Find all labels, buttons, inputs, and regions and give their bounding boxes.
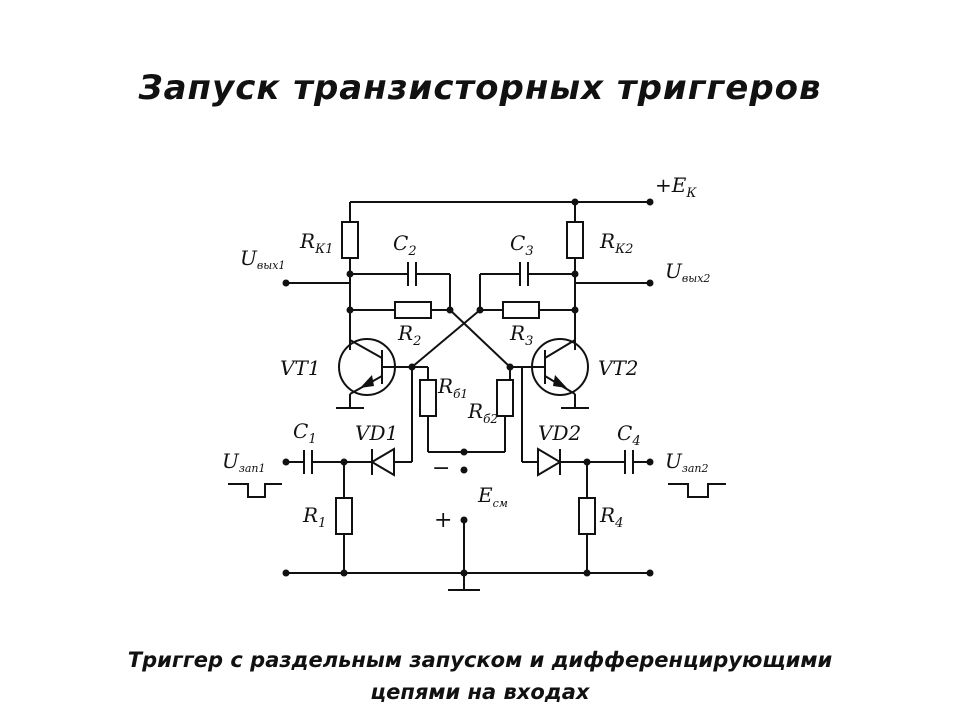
- label-rk2: RК2: [599, 229, 633, 257]
- c3-capacitor: [479, 262, 575, 310]
- output-1-terminal: [282, 270, 354, 287]
- label-vt2: VT2: [598, 356, 639, 380]
- ground-rail: [282, 569, 654, 591]
- input-1-circuit: [282, 447, 412, 573]
- label-r1: R1: [302, 503, 326, 531]
- slide-caption: Триггер с раздельным запуском и дифферен…: [60, 644, 900, 708]
- vt2-transistor: [506, 338, 589, 409]
- vt1-transistor: [336, 338, 416, 409]
- bias-source-esm: [460, 448, 468, 573]
- label-esm: Eсм: [477, 483, 508, 510]
- caption-line-1: Триггер с раздельным запуском и дифферен…: [127, 648, 833, 672]
- slide-title: Запуск транзисторных триггеров: [138, 68, 822, 108]
- label-r4: R4: [599, 503, 623, 531]
- label-rb2: Rб2: [467, 399, 498, 426]
- r2-resistor: [346, 301, 454, 319]
- label-c4: C4: [617, 421, 641, 449]
- label-esm-minus: −: [432, 456, 450, 481]
- rb1-resistor: [411, 366, 464, 462]
- supply-rail: [350, 198, 654, 206]
- cross-coupling-wires: [411, 309, 511, 368]
- label-rb1: Rб1: [437, 374, 468, 401]
- output-2-terminal: [571, 270, 654, 287]
- label-c1: C1: [293, 419, 317, 447]
- label-rk1: RК1: [299, 229, 333, 257]
- label-uvyh2: Uвых2: [665, 259, 710, 285]
- label-c3: C3: [510, 231, 534, 259]
- caption-line-2: цепями на входах: [370, 680, 590, 704]
- label-vd2: VD2: [538, 421, 581, 445]
- r3-resistor: [476, 301, 579, 319]
- label-vt1: VT1: [280, 356, 321, 380]
- label-r3: R3: [509, 321, 533, 349]
- rb2-resistor: [464, 366, 523, 462]
- label-uvyh1: Uвых1: [240, 246, 285, 272]
- label-uzap1: Uзап1: [222, 449, 266, 475]
- label-uzap2: Uзап2: [665, 449, 709, 475]
- pulse-2-icon: [668, 483, 726, 498]
- label-vd1: VD1: [355, 421, 398, 445]
- c2-capacitor: [350, 262, 451, 310]
- input-2-circuit: [522, 447, 654, 573]
- supply-label: +EК: [655, 173, 697, 201]
- label-esm-plus: +: [434, 508, 452, 533]
- pulse-1-icon: [228, 483, 282, 498]
- label-c2: C2: [393, 231, 417, 259]
- label-r2: R2: [397, 321, 421, 349]
